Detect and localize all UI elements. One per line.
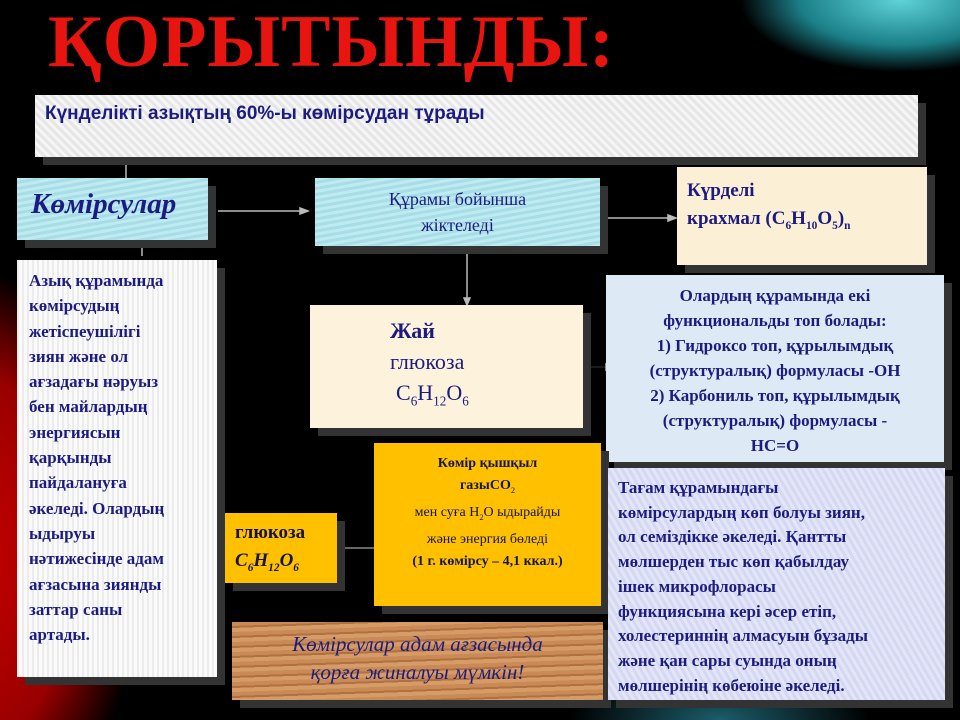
functional-line: функциональды топ болады:: [663, 311, 887, 330]
glucose-formula: C6H12O6: [396, 380, 469, 409]
deficiency-line: зиян және ол: [29, 346, 129, 366]
glucose-label: глюкоза: [235, 522, 306, 543]
deficiency-box: Азық құрамында көмірсудың жетіспеушілігі зи…: [17, 260, 217, 677]
classification-line: Құрамы бойынша: [388, 189, 527, 209]
excess-line: холестериннің алмасуын бұзады: [618, 626, 868, 646]
excess-harm-box: Тағам құрамындағы көмірсулардың көп болуы…: [608, 468, 945, 700]
daily-intake-banner: Күнделікті азықтың 60%-ы көмірсудан тұра…: [35, 95, 918, 157]
glucose-formula: C6H12O6: [235, 550, 299, 574]
deficiency-line: пайдалануға: [29, 473, 127, 493]
functional-line: (структуралық) формуласы -OH: [649, 361, 901, 380]
breakdown-line: Көмір қышқыл: [437, 456, 538, 471]
deficiency-line: энергиясын: [29, 422, 121, 442]
excess-line: көмірсулардың көп болуы зиян,: [618, 502, 865, 522]
deficiency-line: əкеледі. Олардың: [29, 498, 165, 518]
simple-carbs-box: Жай глюкоза C6H12O6: [310, 305, 583, 428]
glucose-label: глюкоза: [390, 349, 465, 374]
complex-carbs-box: Күрделі крахмал (C6H10O5)n: [677, 167, 927, 265]
carbohydrates-box: Көмірсулар: [17, 178, 208, 240]
deficiency-line: Азық құрамында: [29, 271, 164, 290]
starch-formula: крахмал (C6H10O5)n: [687, 208, 851, 232]
simple-label: Жай: [390, 318, 435, 343]
excess-line: мөлшерінің көбеюіне əкеледі.: [618, 675, 845, 695]
deficiency-line: ағзасына зиянды: [29, 574, 162, 594]
breakdown-line: газыCO2: [459, 478, 516, 495]
storage-line: Көмірсулар адам ағзасында: [292, 632, 543, 656]
breakdown-line: (1 г. көмірсу – 4,1 ккал.): [412, 553, 563, 569]
excess-line: жəне қан сары суында оның: [618, 650, 837, 670]
classification-line: жіктеледі: [421, 215, 494, 235]
functional-line: Олардың құрамында екі: [679, 286, 871, 305]
breakdown-box: Көмір қышқыл газыCO2 мен суға H2O ыдырай…: [374, 443, 601, 606]
deficiency-line: заттар саны: [29, 599, 123, 619]
deficiency-line: бен майлардың: [29, 397, 148, 417]
deficiency-line: нəтижесінде адам: [29, 549, 164, 569]
deficiency-line: ағзадағы нəруыз: [29, 372, 159, 392]
functional-line: (структуралық) формуласы -: [662, 411, 888, 430]
excess-line: ішек микрофлорасы: [618, 576, 776, 596]
functional-line: 1) Гидроксо топ, құрылымдық: [656, 336, 894, 355]
deficiency-line: жетіспеушілігі: [29, 321, 141, 341]
excess-line: ол семіздікке əкеледі. Қантты: [618, 527, 847, 547]
classification-box: Құрамы бойынша жіктеледі: [315, 178, 600, 246]
deficiency-line: артады.: [29, 625, 90, 645]
storage-line: қорға жиналуы мүмкін!: [310, 660, 525, 684]
complex-label: Күрделі: [687, 180, 755, 201]
functional-line: HC=O: [750, 436, 800, 455]
slide-title: ҚОРЫТЫНДЫ:: [48, 1, 615, 83]
excess-line: мөлшерден тыс көп қабылдау: [618, 552, 850, 572]
deficiency-line: қарқынды: [29, 448, 112, 468]
glucose-box: глюкоза C6H12O6: [225, 513, 337, 583]
breakdown-line: мен суға H2O ыдырайды: [414, 504, 561, 522]
breakdown-line: жəне энергия бөледі: [426, 531, 549, 547]
storage-box: Көмірсулар адам ағзасында қорға жиналуы …: [232, 622, 603, 700]
excess-line: Тағам құрамындағы: [618, 478, 779, 497]
functional-line: 2) Карбониль топ, құрылымдық: [650, 386, 900, 405]
functional-groups-box: Олардың құрамында екі функциональды топ б…: [606, 275, 944, 462]
deficiency-line: ыдыруы: [29, 523, 96, 543]
excess-line: функциясына кері əсер етіп,: [618, 601, 837, 621]
deficiency-line: көмірсудың: [29, 296, 120, 316]
